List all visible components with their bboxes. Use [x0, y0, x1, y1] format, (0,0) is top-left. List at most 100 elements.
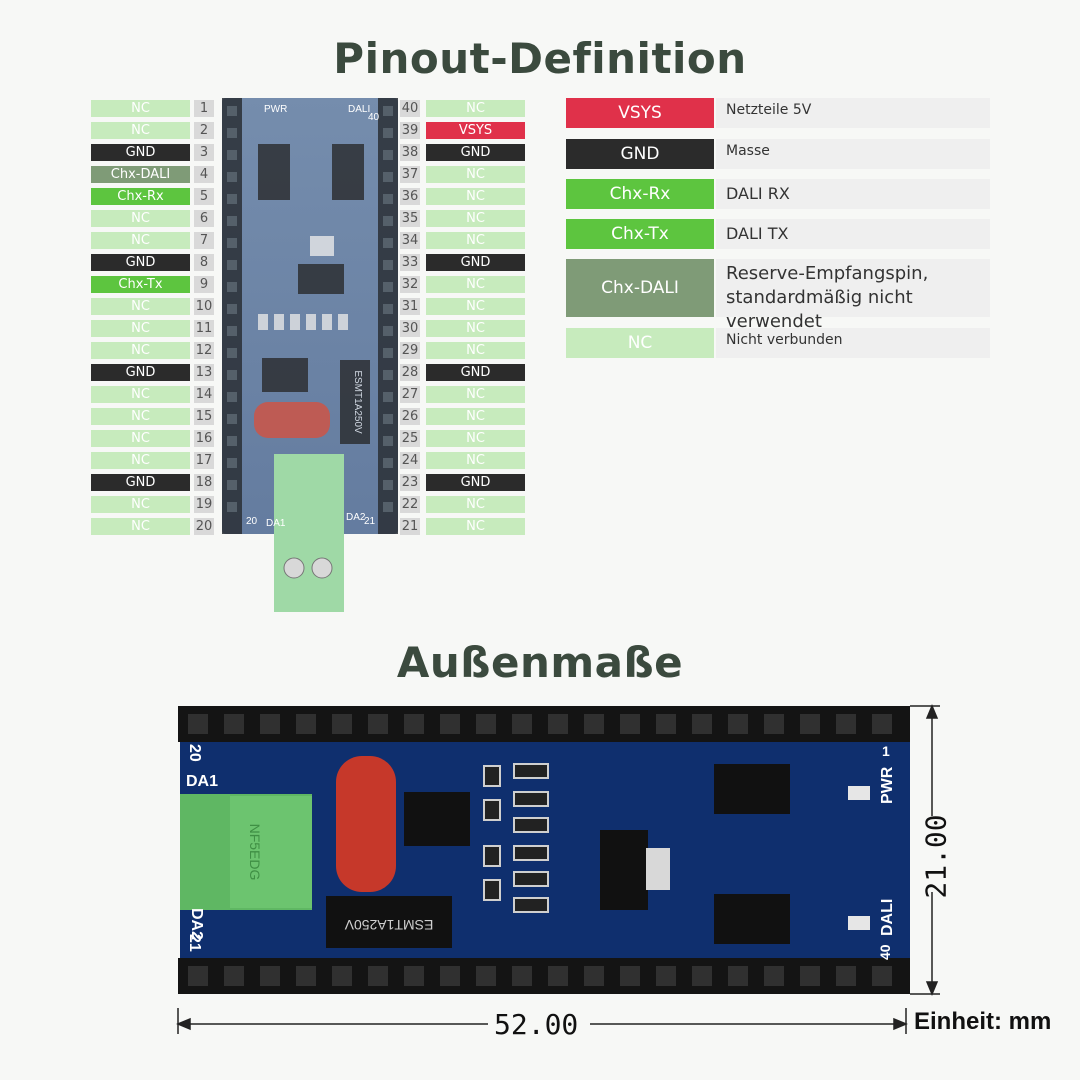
right-pin-label: GND: [426, 254, 525, 271]
right-pin-number: 35: [400, 210, 420, 227]
right-pin-number: 33: [400, 254, 420, 271]
right-pin-number: 28: [400, 364, 420, 381]
left-pin-number: 3: [194, 144, 214, 161]
left-pin-label: NC: [91, 298, 190, 315]
height-dimension: 21.00: [919, 814, 953, 899]
board-dim-pwr: PWR: [879, 766, 896, 804]
right-pin-label: NC: [426, 298, 525, 315]
left-pin-label: NC: [91, 408, 190, 425]
right-pin-label: NC: [426, 342, 525, 359]
right-pin-label: GND: [426, 474, 525, 491]
dimensions-title: Außenmaße: [396, 638, 684, 687]
left-pin-label: NC: [91, 232, 190, 249]
legend-description: Masse: [716, 139, 990, 169]
board-top-pwr-label: PWR: [264, 104, 287, 115]
left-pin-number: 7: [194, 232, 214, 249]
right-pin-label: GND: [426, 144, 525, 161]
legend-key: Chx-Tx: [566, 219, 714, 249]
legend-description: DALI TX: [716, 219, 990, 249]
board-dim-num-40: 40: [877, 944, 893, 960]
right-pin-label: NC: [426, 276, 525, 293]
right-pin-label: NC: [426, 320, 525, 337]
board-dim-da1: DA1: [186, 773, 218, 790]
left-pin-label: NC: [91, 386, 190, 403]
left-pin-label: GND: [91, 364, 190, 381]
left-pin-label: NC: [91, 452, 190, 469]
board-dim-num-1: 1: [882, 743, 890, 759]
left-pin-label: NC: [91, 320, 190, 337]
right-pin-label: NC: [426, 188, 525, 205]
legend-key: NC: [566, 328, 714, 358]
unit-label: Einheit: mm: [914, 1008, 1052, 1035]
right-pin-number: 24: [400, 452, 420, 469]
board-dim-da2: DA2: [188, 908, 205, 940]
right-pin-number: 22: [400, 496, 420, 513]
right-pin-label: NC: [426, 430, 525, 447]
legend-description: DALI RX: [716, 179, 990, 209]
left-pin-label: NC: [91, 122, 190, 139]
left-pin-number: 15: [194, 408, 214, 425]
right-pin-number: 36: [400, 188, 420, 205]
right-pin-number: 25: [400, 430, 420, 447]
right-pin-number: 40: [400, 100, 420, 117]
right-pin-label: NC: [426, 386, 525, 403]
left-pin-label: GND: [91, 474, 190, 491]
left-pin-number: 12: [194, 342, 214, 359]
left-pin-number: 18: [194, 474, 214, 491]
right-pin-number: 26: [400, 408, 420, 425]
left-pin-label: Chx-Tx: [91, 276, 190, 293]
board-dim-num-21: 21: [186, 934, 203, 952]
fuse-text-top: ESMT1A250V: [352, 370, 363, 434]
legend-key: Chx-Rx: [566, 179, 714, 209]
right-pin-label: NC: [426, 210, 525, 227]
left-pin-number: 16: [194, 430, 214, 447]
legend-key: GND: [566, 139, 714, 169]
left-pin-label: NC: [91, 496, 190, 513]
left-pin-number: 10: [194, 298, 214, 315]
right-pin-number: 30: [400, 320, 420, 337]
left-pin-label: GND: [91, 254, 190, 271]
left-pin-number: 19: [194, 496, 214, 513]
pinout-title: Pinout-Definition: [333, 34, 747, 83]
right-pin-number: 23: [400, 474, 420, 491]
left-pin-label: NC: [91, 100, 190, 117]
right-pin-label: NC: [426, 100, 525, 117]
left-pin-number: 5: [194, 188, 214, 205]
left-pin-label: Chx-Rx: [91, 188, 190, 205]
board-top-num-40: 40: [368, 112, 380, 123]
width-dimension: 52.00: [494, 1008, 579, 1041]
left-pin-number: 9: [194, 276, 214, 293]
left-pin-label: NC: [91, 430, 190, 447]
right-pin-number: 29: [400, 342, 420, 359]
left-pin-label: NC: [91, 518, 190, 535]
left-pin-number: 17: [194, 452, 214, 469]
board-dim-dali: DALI: [879, 899, 896, 936]
left-pin-label: GND: [91, 144, 190, 161]
left-pin-number: 14: [194, 386, 214, 403]
right-pin-label: NC: [426, 408, 525, 425]
right-pin-number: 27: [400, 386, 420, 403]
left-pin-number: 1: [194, 100, 214, 117]
left-pin-number: 6: [194, 210, 214, 227]
left-pin-number: 2: [194, 122, 214, 139]
legend-key: Chx-DALI: [566, 259, 714, 317]
board-top-num-21: 21: [364, 516, 376, 527]
fuse-text: ESMT1A250V: [344, 917, 433, 933]
left-pin-number: 4: [194, 166, 214, 183]
right-pin-label: NC: [426, 496, 525, 513]
board-illustration-top: ESMT1A250V PWR DALI 40 20 21 DA1 DA2: [222, 98, 398, 612]
board-top-da1: DA1: [266, 518, 286, 529]
left-pin-number: 8: [194, 254, 214, 271]
right-pin-number: 38: [400, 144, 420, 161]
right-pin-label: NC: [426, 518, 525, 535]
right-pin-number: 37: [400, 166, 420, 183]
right-pin-label: NC: [426, 232, 525, 249]
left-pin-number: 20: [194, 518, 214, 535]
right-pin-number: 39: [400, 122, 420, 139]
terminal-text: NF5EDG: [247, 824, 263, 881]
right-pin-label: NC: [426, 452, 525, 469]
right-pin-number: 32: [400, 276, 420, 293]
right-pin-number: 34: [400, 232, 420, 249]
left-pin-label: NC: [91, 210, 190, 227]
